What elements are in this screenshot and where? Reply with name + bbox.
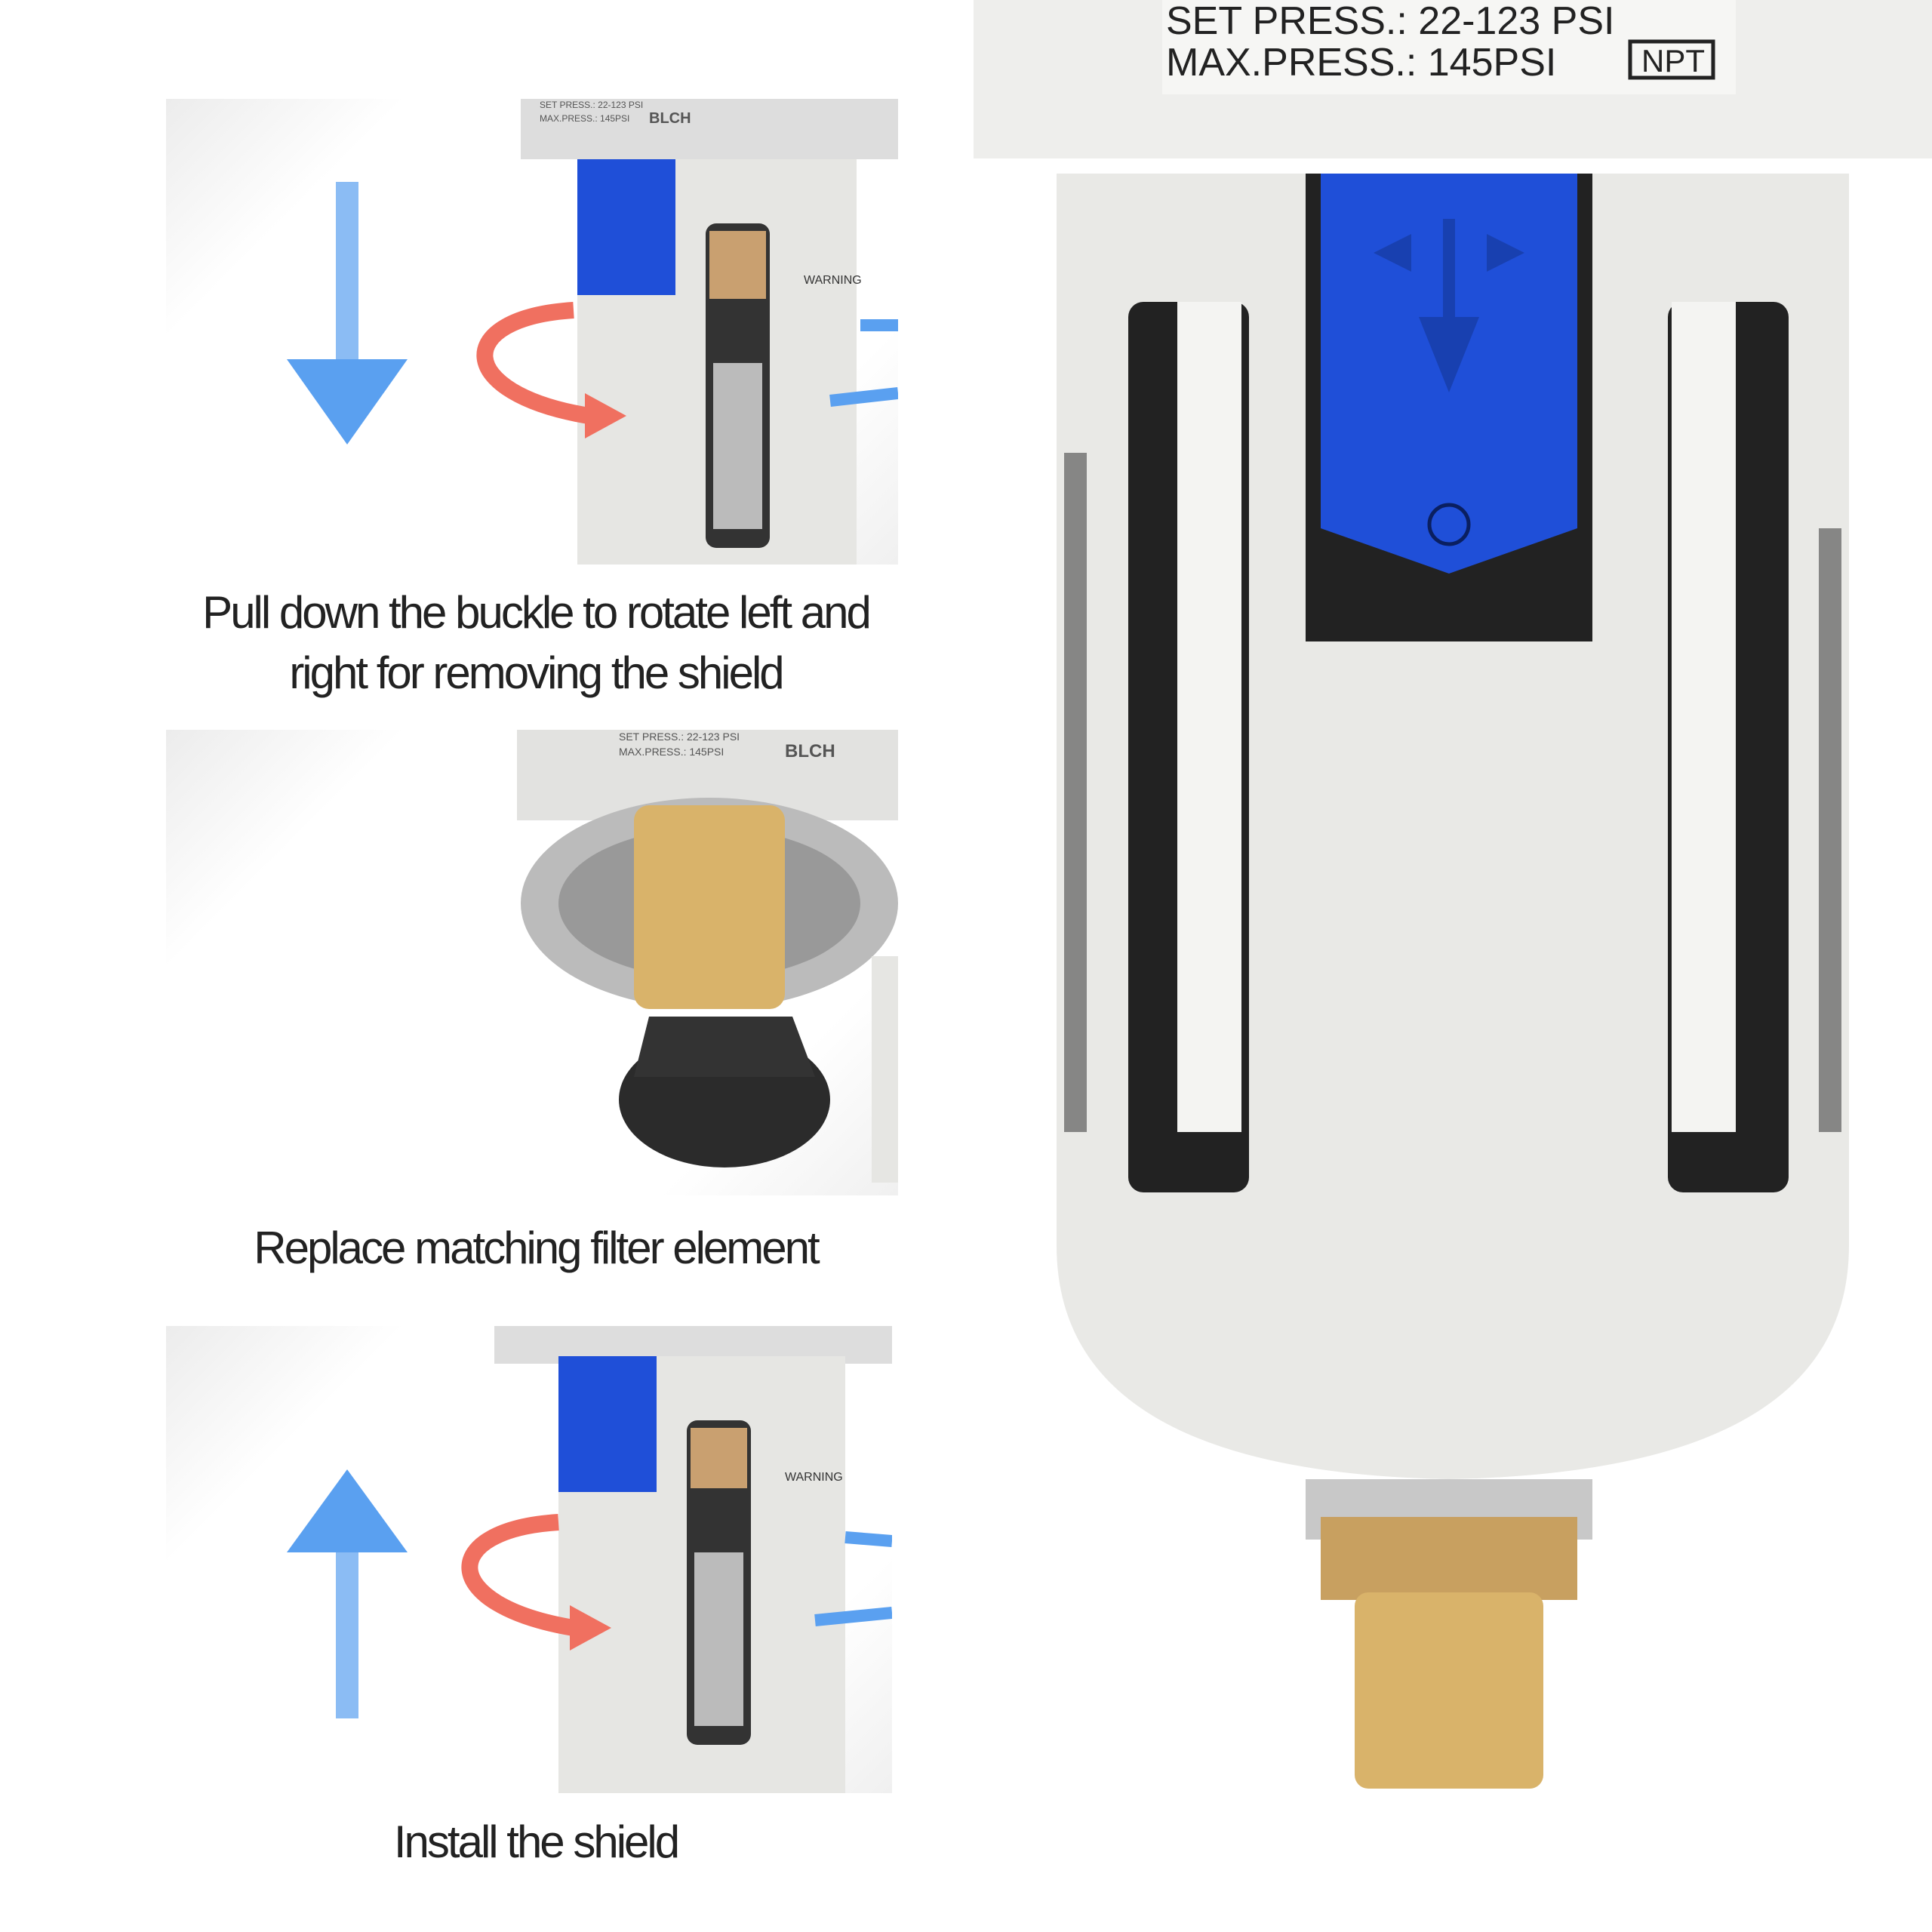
svg-text:BLCH: BLCH <box>649 110 691 127</box>
rotate-arrow-icon <box>476 302 898 438</box>
caption-line: Replace matching filter element <box>254 1223 820 1273</box>
blue-down-arrow-icon <box>287 182 408 445</box>
drain-valve[interactable] <box>1355 1592 1543 1789</box>
step-2-caption: Replace matching filter element <box>121 1218 951 1278</box>
svg-text:SET PRESS.: 22-123 PSI: SET PRESS.: 22-123 PSI <box>619 731 740 743</box>
filter-element-illustration: SET PRESS.: 22-123 PSI MAX.PRESS.: 145PS… <box>517 730 898 1183</box>
svg-text:MAX.PRESS.: 145PSI: MAX.PRESS.: 145PSI <box>1166 41 1556 85</box>
step-1-caption: Pull down the buckle to rotate left and … <box>121 583 951 703</box>
svg-text:BLCH: BLCH <box>785 741 835 761</box>
svg-text:SET PRESS.: 22-123 PSI: SET PRESS.: 22-123 PSI <box>540 100 643 110</box>
svg-text:MAX.PRESS.: 145PSI: MAX.PRESS.: 145PSI <box>619 746 724 758</box>
caption-line: Install the shield <box>393 1817 680 1867</box>
svg-text:MAX.PRESS.: 145PSI: MAX.PRESS.: 145PSI <box>540 113 629 124</box>
svg-text:WARNING: WARNING <box>804 274 862 287</box>
blue-up-arrow-icon <box>287 1469 408 1718</box>
filter-removal-illustration: SET PRESS.: 22-123 PSI MAX.PRESS.: 145PS… <box>287 99 898 565</box>
install-shield-illustration: WARNING <box>287 1326 892 1793</box>
svg-text:NPT: NPT <box>1641 43 1705 78</box>
step-2-image: SET PRESS.: 22-123 PSI MAX.PRESS.: 145PS… <box>166 730 898 1195</box>
step-1-image: SET PRESS.: 22-123 PSI MAX.PRESS.: 145PS… <box>166 99 898 565</box>
step-3-caption: Install the shield <box>121 1812 951 1872</box>
rotate-arrow-icon <box>461 1514 892 1651</box>
brass-nut <box>1321 1517 1577 1600</box>
filter-bowl-closeup: SET PRESS.: 22-123 PSI MAX.PRESS.: 145PS… <box>974 0 1932 1789</box>
buckle-arrows-icon <box>1374 219 1524 392</box>
svg-text:WARNING: WARNING <box>785 1471 843 1484</box>
npt-badge <box>1628 39 1715 80</box>
svg-text:SET PRESS.: 22-123 PSI: SET PRESS.: 22-123 PSI <box>1166 0 1614 43</box>
step-3-image: WARNING <box>166 1326 892 1793</box>
caption-line: Pull down the buckle to rotate left and <box>202 587 872 638</box>
caption-line: right for removing the shield <box>289 648 784 698</box>
